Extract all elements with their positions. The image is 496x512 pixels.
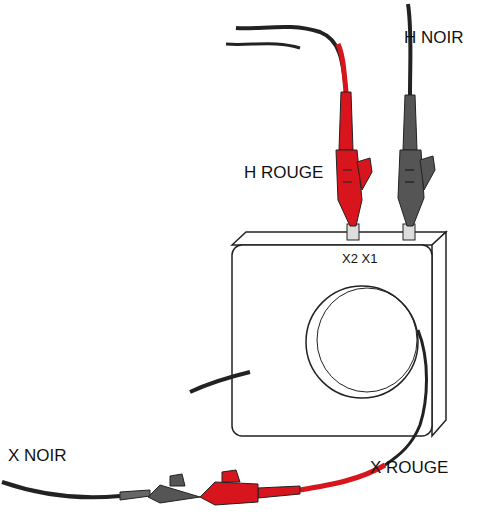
black-alligator-clip xyxy=(120,474,200,503)
black-cable xyxy=(408,4,411,95)
lead-label: X NOIR xyxy=(8,446,67,466)
red-lead xyxy=(338,44,346,92)
red-alligator-clip xyxy=(200,470,300,505)
red-alligator-clip xyxy=(336,92,372,226)
box-side xyxy=(432,232,446,436)
primary-cable xyxy=(385,330,427,465)
terminal-label: X2 X1 xyxy=(342,251,377,266)
window-inner xyxy=(317,288,417,392)
black-cable xyxy=(236,27,346,92)
lead-label: H ROUGE xyxy=(244,163,323,183)
lead-label: H NOIR xyxy=(404,28,464,48)
lead-label: X ROUGE xyxy=(370,458,448,478)
black-cable xyxy=(2,482,120,497)
primary-cable xyxy=(190,372,250,392)
box-front xyxy=(232,245,432,436)
black-cable xyxy=(226,44,300,48)
window-hole xyxy=(306,286,418,398)
black-alligator-clip xyxy=(398,95,435,226)
current-transformer-box: X2 X1 xyxy=(232,245,432,436)
